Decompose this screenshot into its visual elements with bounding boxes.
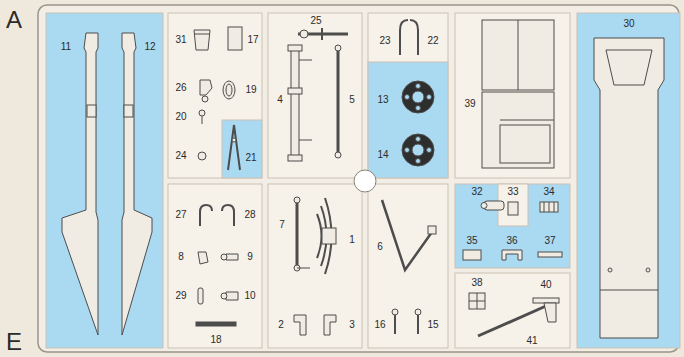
sprue-hub bbox=[354, 170, 376, 192]
callout-number: 40 bbox=[540, 280, 551, 290]
sprue-panels bbox=[46, 13, 680, 348]
callout-number: 11 bbox=[61, 42, 71, 52]
callout-number: 35 bbox=[466, 236, 477, 246]
callout-number: 8 bbox=[178, 252, 184, 262]
callout-number: 34 bbox=[543, 187, 554, 197]
callout-number: 10 bbox=[244, 291, 255, 301]
callout-number: 21 bbox=[245, 153, 256, 163]
callout-number: 23 bbox=[379, 36, 390, 46]
callout-number: 16 bbox=[374, 320, 385, 330]
callout-number: 32 bbox=[471, 187, 482, 197]
callout-number: 41 bbox=[526, 336, 537, 346]
callout-number: 12 bbox=[144, 42, 155, 52]
callout-number: 1 bbox=[349, 235, 355, 245]
callout-number: 39 bbox=[464, 99, 475, 109]
callout-number: 3 bbox=[349, 320, 355, 330]
callout-number: 25 bbox=[310, 16, 321, 26]
callout-number: 30 bbox=[623, 19, 634, 29]
callout-number: 17 bbox=[247, 35, 258, 45]
callout-number: 22 bbox=[427, 36, 438, 46]
callout-number: 15 bbox=[427, 320, 438, 330]
callout-number: 20 bbox=[175, 112, 186, 122]
callout-number: 5 bbox=[349, 95, 355, 105]
callout-number: 7 bbox=[279, 220, 285, 230]
callout-number: 26 bbox=[175, 83, 186, 93]
sprue-frame bbox=[38, 5, 679, 352]
callout-number: 28 bbox=[244, 210, 255, 220]
parts bbox=[62, 20, 664, 338]
callout-number: 36 bbox=[506, 236, 517, 246]
callout-number: 2 bbox=[278, 320, 284, 330]
sprue-letter: E bbox=[6, 330, 22, 354]
callout-number: 33 bbox=[507, 187, 518, 197]
callout-number: 19 bbox=[245, 85, 256, 95]
sprue-letter: A bbox=[6, 8, 22, 32]
callout-number: 31 bbox=[175, 35, 186, 45]
callout-number: 37 bbox=[544, 236, 555, 246]
callout-number: 24 bbox=[175, 151, 186, 161]
callout-number: 29 bbox=[175, 291, 186, 301]
callout-number: 18 bbox=[210, 335, 221, 345]
callout-number: 27 bbox=[175, 210, 186, 220]
callout-number: 9 bbox=[247, 252, 253, 262]
callout-number: 6 bbox=[377, 242, 383, 252]
callout-number: 13 bbox=[377, 95, 388, 105]
callout-number: 38 bbox=[471, 278, 482, 288]
callout-number: 4 bbox=[277, 95, 283, 105]
callout-number: 14 bbox=[377, 150, 388, 160]
